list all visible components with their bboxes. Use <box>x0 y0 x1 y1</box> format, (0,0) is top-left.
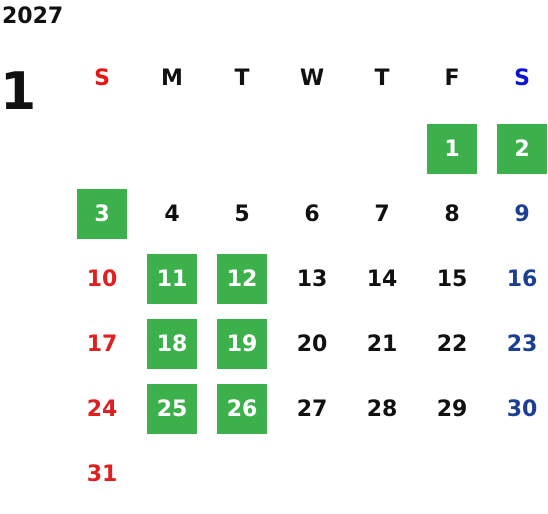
calendar-day-27[interactable]: 27 <box>296 396 328 422</box>
calendar-week-row: 31 <box>67 449 548 514</box>
calendar-day-6[interactable]: 6 <box>304 201 320 227</box>
weekday-thursday: T <box>374 65 390 91</box>
calendar-day-10[interactable]: 10 <box>86 266 118 292</box>
weekday-tuesday: T <box>234 65 250 91</box>
calendar-day-14[interactable]: 14 <box>366 266 398 292</box>
calendar-day-12[interactable]: 12 <box>217 254 267 304</box>
calendar-day-7[interactable]: 7 <box>374 201 390 227</box>
weekday-saturday: S <box>514 65 530 91</box>
calendar-week-row: 24 25 26 27 28 29 30 <box>67 384 548 449</box>
calendar-week-row: 10 11 12 13 14 15 16 <box>67 254 548 319</box>
calendar-day-11[interactable]: 11 <box>147 254 197 304</box>
calendar-day-20[interactable]: 20 <box>296 331 328 357</box>
weekday-wednesday: W <box>299 65 325 91</box>
weekday-monday: M <box>161 65 183 91</box>
calendar-day-24[interactable]: 24 <box>86 396 118 422</box>
calendar-day-17[interactable]: 17 <box>86 331 118 357</box>
weekday-sunday: S <box>94 65 110 91</box>
calendar-day-5[interactable]: 5 <box>234 201 250 227</box>
calendar-day-15[interactable]: 15 <box>436 266 468 292</box>
calendar-day-1[interactable]: 1 <box>427 124 477 174</box>
calendar-day-28[interactable]: 28 <box>366 396 398 422</box>
calendar-day-25[interactable]: 25 <box>147 384 197 434</box>
calendar-day-2[interactable]: 2 <box>497 124 547 174</box>
calendar-month: 1 <box>0 62 37 122</box>
calendar-day-22[interactable]: 22 <box>436 331 468 357</box>
calendar-day-23[interactable]: 23 <box>506 331 538 357</box>
calendar-day-9[interactable]: 9 <box>514 201 530 227</box>
calendar-day-21[interactable]: 21 <box>366 331 398 357</box>
weekday-header-row: S M T W T F S <box>67 50 548 110</box>
weekday-friday: F <box>444 65 460 91</box>
calendar-day-18[interactable]: 18 <box>147 319 197 369</box>
calendar-day-30[interactable]: 30 <box>506 396 538 422</box>
calendar-day-26[interactable]: 26 <box>217 384 267 434</box>
calendar-day-4[interactable]: 4 <box>164 201 180 227</box>
calendar-day-31[interactable]: 31 <box>86 461 118 487</box>
calendar-year: 2027 <box>2 4 64 29</box>
calendar-week-row: 17 18 19 20 21 22 23 <box>67 319 548 384</box>
calendar-day-13[interactable]: 13 <box>296 266 328 292</box>
calendar-day-19[interactable]: 19 <box>217 319 267 369</box>
calendar-day-8[interactable]: 8 <box>444 201 460 227</box>
calendar-day-29[interactable]: 29 <box>436 396 468 422</box>
calendar-day-16[interactable]: 16 <box>506 266 538 292</box>
calendar-week-row: 3 4 5 6 7 8 9 <box>67 189 548 254</box>
calendar-day-3[interactable]: 3 <box>77 189 127 239</box>
